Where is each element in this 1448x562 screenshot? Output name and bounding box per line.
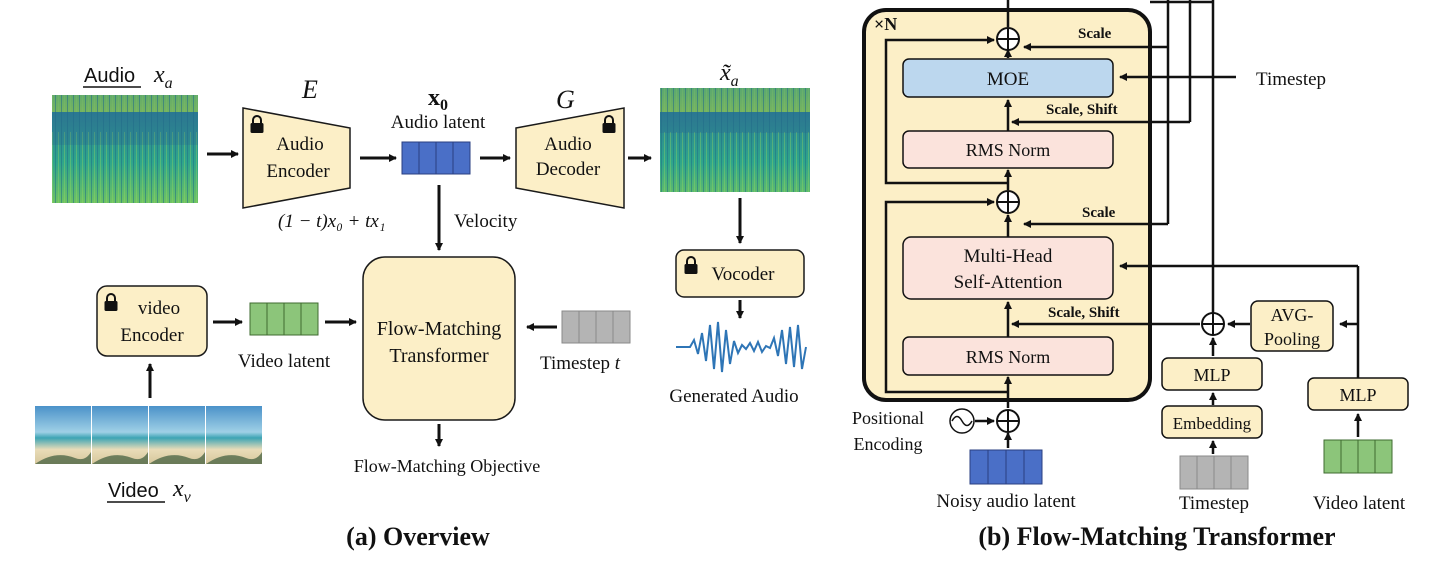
video-input-word: Video — [108, 480, 159, 502]
vocoder-block: Vocoder — [675, 249, 805, 298]
video-frames — [35, 406, 262, 464]
video-mlp-label: MLP — [1339, 385, 1376, 405]
embedding-label: Embedding — [1173, 414, 1252, 433]
pos-enc-label-2: Encoding — [854, 434, 923, 454]
scale-shift-top-label: Scale, Shift — [1046, 102, 1118, 118]
avg-pool-label-1: AVG- — [1271, 305, 1314, 325]
video-input-symbol: xv — [172, 476, 192, 506]
video-mlp-block: MLP — [1307, 377, 1409, 411]
flow-matching-transformer-block: Flow-Matching Transformer — [362, 256, 516, 421]
lock-icon — [684, 256, 698, 274]
embedding-block: Embedding — [1161, 405, 1263, 439]
audio-latent-blocks — [401, 141, 471, 175]
audio-decoder-label-2: Decoder — [536, 159, 601, 180]
residual-top — [884, 36, 1008, 185]
video-latent-bottom-blocks — [1323, 439, 1393, 474]
transformer-caption: (b) Flow-Matching Transformer — [978, 522, 1335, 551]
mhsa-label-2: Self-Attention — [954, 272, 1063, 293]
timestep-bottom-label: Timestep — [1179, 493, 1249, 514]
objective-label: Flow-Matching Objective — [354, 456, 540, 476]
noisy-latent-blocks — [969, 449, 1043, 485]
video-encoder-label-2: Encoder — [120, 325, 184, 346]
rms-norm-bottom-label: RMS Norm — [966, 347, 1051, 367]
moe-block: MOE — [902, 58, 1114, 98]
input-spectrogram — [52, 95, 198, 203]
fm-label-2: Transformer — [389, 345, 489, 367]
audio-encoder-label-1: Audio — [276, 134, 324, 155]
audio-input-word: Audio — [84, 65, 135, 87]
audio-encoder-label-2: Encoder — [266, 161, 330, 182]
fm-label-1: Flow-Matching — [377, 318, 501, 340]
vocoder-label: Vocoder — [712, 264, 776, 285]
lock-icon — [104, 293, 118, 311]
velocity-label: Velocity — [454, 211, 518, 232]
decoder-symbol: G — [556, 85, 575, 114]
timestep-blocks — [561, 310, 631, 344]
plus-circle-icon — [996, 190, 1020, 214]
mhsa-block: Multi-Head Self-Attention — [902, 236, 1114, 300]
avg-pool-label-2: Pooling — [1264, 329, 1320, 349]
rms-norm-bottom-block: RMS Norm — [902, 336, 1114, 376]
overview-caption: (a) Overview — [346, 522, 490, 551]
timestep-mlp-block: MLP — [1161, 357, 1263, 391]
output-symbol: x̃a — [719, 60, 739, 90]
plus-circle-icon — [996, 27, 1020, 51]
video-encoder-block: video Encoder — [96, 285, 208, 357]
lock-icon — [250, 115, 264, 133]
audio-decoder-label-1: Audio — [544, 134, 592, 155]
repeat-label: ×N — [874, 14, 897, 34]
timestep-mlp-label: MLP — [1193, 365, 1230, 385]
plus-circle-icon — [1201, 312, 1225, 336]
waveform — [676, 321, 807, 373]
plus-circle-icon — [996, 409, 1020, 433]
video-latent-bottom-label: Video latent — [1313, 493, 1406, 514]
video-latent-label: Video latent — [238, 351, 331, 372]
audio-decoder-block: Audio Decoder — [515, 107, 625, 209]
sine-wave-icon — [949, 408, 975, 434]
timestep-right-label: Timestep — [1256, 69, 1326, 90]
video-encoder-label-1: video — [138, 298, 180, 319]
audio-latent-label: Audio latent — [391, 112, 486, 133]
timestep-bottom-blocks — [1179, 455, 1249, 490]
generated-audio-label: Generated Audio — [669, 386, 798, 407]
scale-top-label: Scale — [1078, 26, 1112, 42]
rms-norm-top-label: RMS Norm — [966, 140, 1051, 160]
encoder-symbol: E — [301, 75, 318, 104]
latent-symbol: x0 — [428, 85, 448, 114]
output-spectrogram — [660, 88, 810, 192]
audio-encoder-block: Audio Encoder — [242, 107, 351, 209]
rms-norm-top-block: RMS Norm — [902, 130, 1114, 169]
scale-shift-bottom-label: Scale, Shift — [1048, 305, 1120, 321]
mhsa-label-1: Multi-Head — [964, 246, 1053, 267]
lock-icon — [602, 115, 616, 133]
audio-input-symbol: xa — [153, 62, 173, 92]
video-latent-blocks — [249, 302, 319, 336]
noisy-latent-label: Noisy audio latent — [936, 491, 1076, 512]
timestep-label: Timestep t — [540, 353, 621, 374]
moe-label: MOE — [987, 69, 1029, 90]
avg-pooling-block: AVG- Pooling — [1250, 300, 1334, 352]
scale-mid-label: Scale — [1082, 205, 1116, 221]
residual-bottom — [884, 198, 1008, 394]
interpolation-formula: (1 − t)x₀ + tx₁ — [278, 211, 385, 232]
pos-enc-label-1: Positional — [852, 408, 924, 428]
